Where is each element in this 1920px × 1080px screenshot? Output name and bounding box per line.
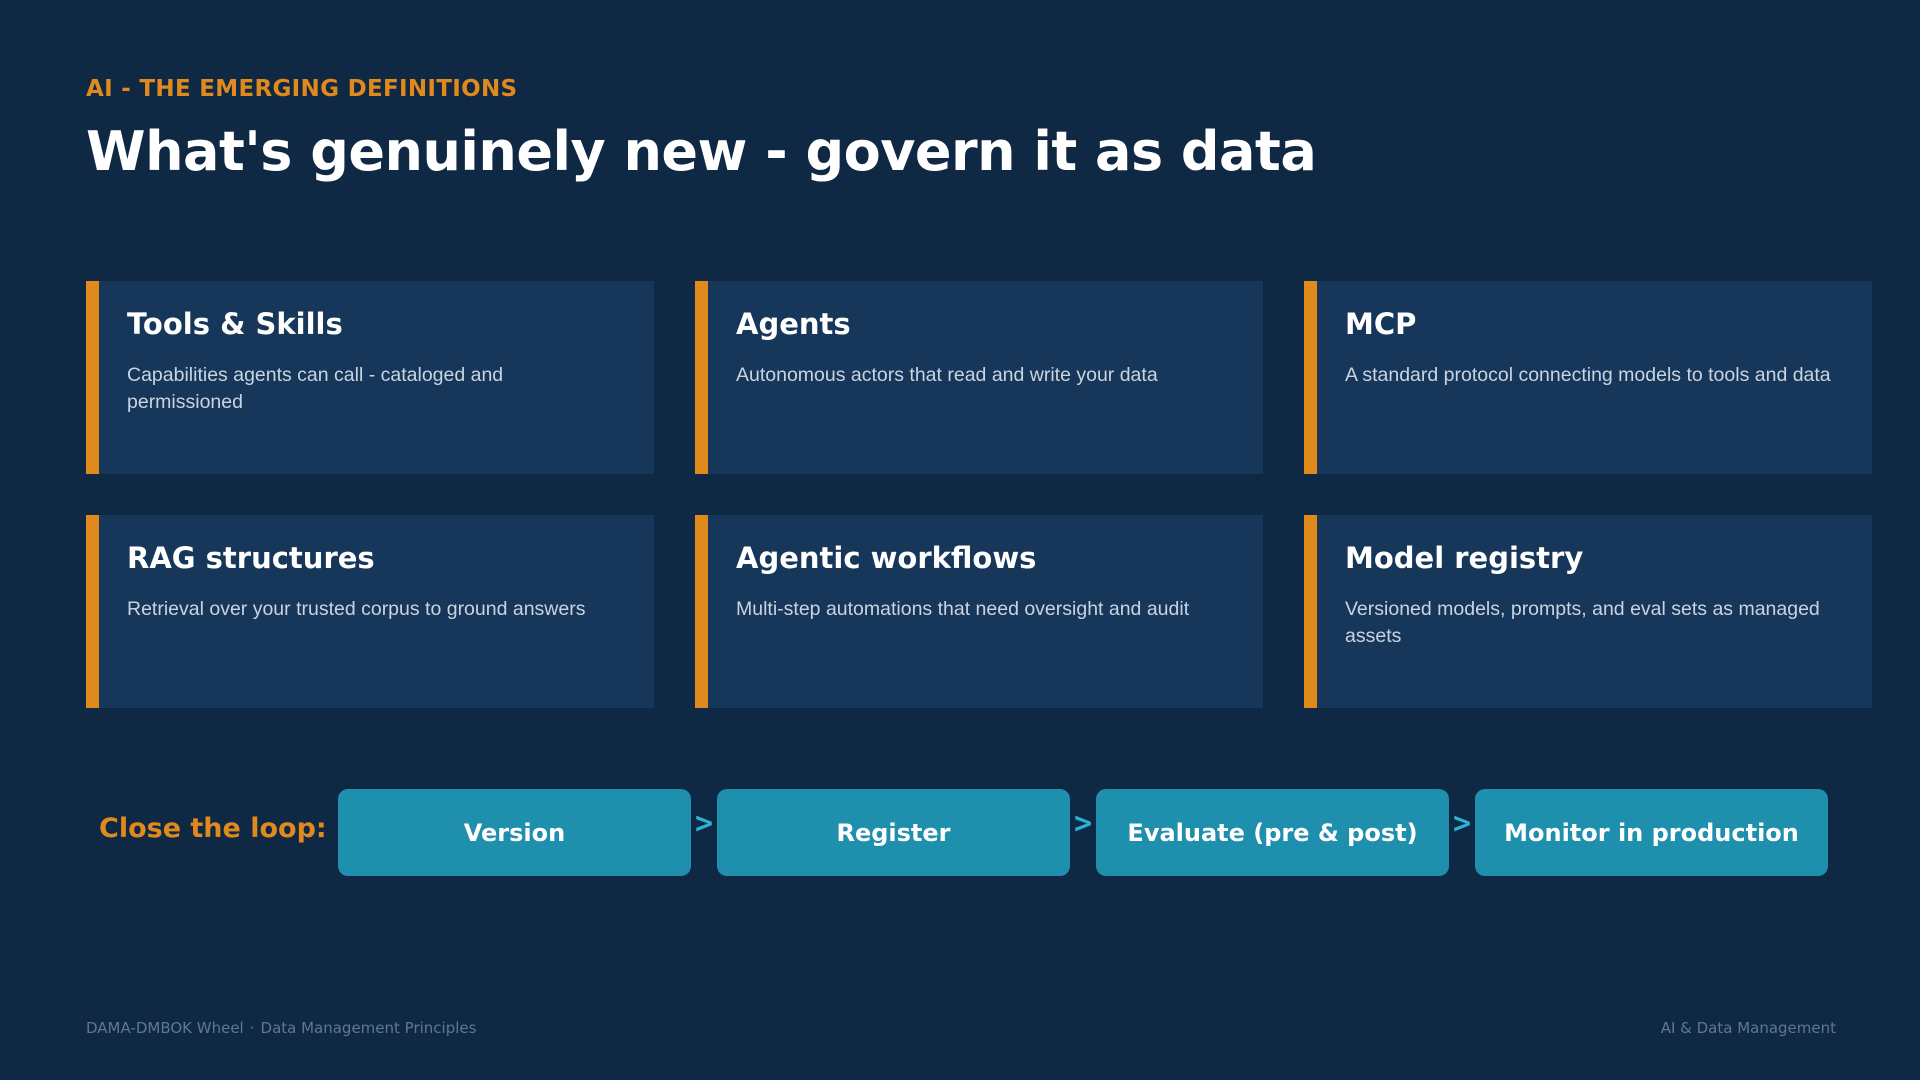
definitions-grid: Tools & Skills Capabilities agents can c…: [86, 281, 1873, 708]
accent-bar: [86, 515, 99, 708]
close-the-loop-flow: Close the loop: Version > Register > Eva…: [86, 789, 1846, 876]
loop-label: Close the loop:: [99, 813, 327, 844]
accent-bar: [695, 515, 708, 708]
card-rag-structures: RAG structures Retrieval over your trust…: [86, 515, 654, 708]
slide-title: What's genuinely new - govern it as data: [86, 120, 1317, 183]
eyebrow-label: AI - THE EMERGING DEFINITIONS: [86, 76, 518, 102]
accent-bar: [1304, 515, 1317, 708]
step-register: Register: [717, 789, 1070, 876]
card-title: RAG structures: [127, 541, 375, 575]
step-version: Version: [338, 789, 691, 876]
card-title: MCP: [1345, 307, 1417, 341]
card-title: Agents: [736, 307, 851, 341]
card-description: Multi-step automations that need oversig…: [736, 597, 1190, 620]
footer-right: AI & Data Management: [1660, 1019, 1836, 1037]
card-agentic-workflows: Agentic workflows Multi-step automations…: [695, 515, 1263, 708]
card-description: A standard protocol connecting models to…: [1345, 363, 1831, 386]
card-description: Versioned models, prompts, and eval sets…: [1345, 597, 1820, 647]
accent-bar: [695, 281, 708, 474]
card-description: Capabilities agents can call - cataloged…: [127, 363, 504, 413]
step-monitor: Monitor in production: [1475, 789, 1828, 876]
card-title: Model registry: [1345, 541, 1584, 575]
step-evaluate: Evaluate (pre & post): [1096, 789, 1449, 876]
chevron-right-icon: >: [1074, 806, 1093, 841]
accent-bar: [86, 281, 99, 474]
chevron-right-icon: >: [1453, 806, 1472, 841]
footer-section: Data Management Principles: [260, 1019, 477, 1037]
card-description: Retrieval over your trusted corpus to gr…: [127, 597, 586, 620]
accent-bar: [1304, 281, 1317, 474]
footer-left: DAMA-DMBOK Wheel · Data Management Princip…: [86, 1019, 476, 1037]
footer-source: DAMA-DMBOK Wheel: [86, 1019, 244, 1037]
footer-separator: ·: [249, 1019, 255, 1037]
card-description: Autonomous actors that read and write yo…: [736, 363, 1158, 386]
chevron-right-icon: >: [695, 806, 714, 841]
card-tools-skills: Tools & Skills Capabilities agents can c…: [86, 281, 654, 474]
card-title: Agentic workflows: [736, 541, 1037, 575]
card-agents: Agents Autonomous actors that read and w…: [695, 281, 1263, 474]
card-mcp: MCP A standard protocol connecting model…: [1304, 281, 1872, 474]
card-model-registry: Model registry Versioned models, prompts…: [1304, 515, 1872, 708]
card-title: Tools & Skills: [127, 307, 343, 341]
